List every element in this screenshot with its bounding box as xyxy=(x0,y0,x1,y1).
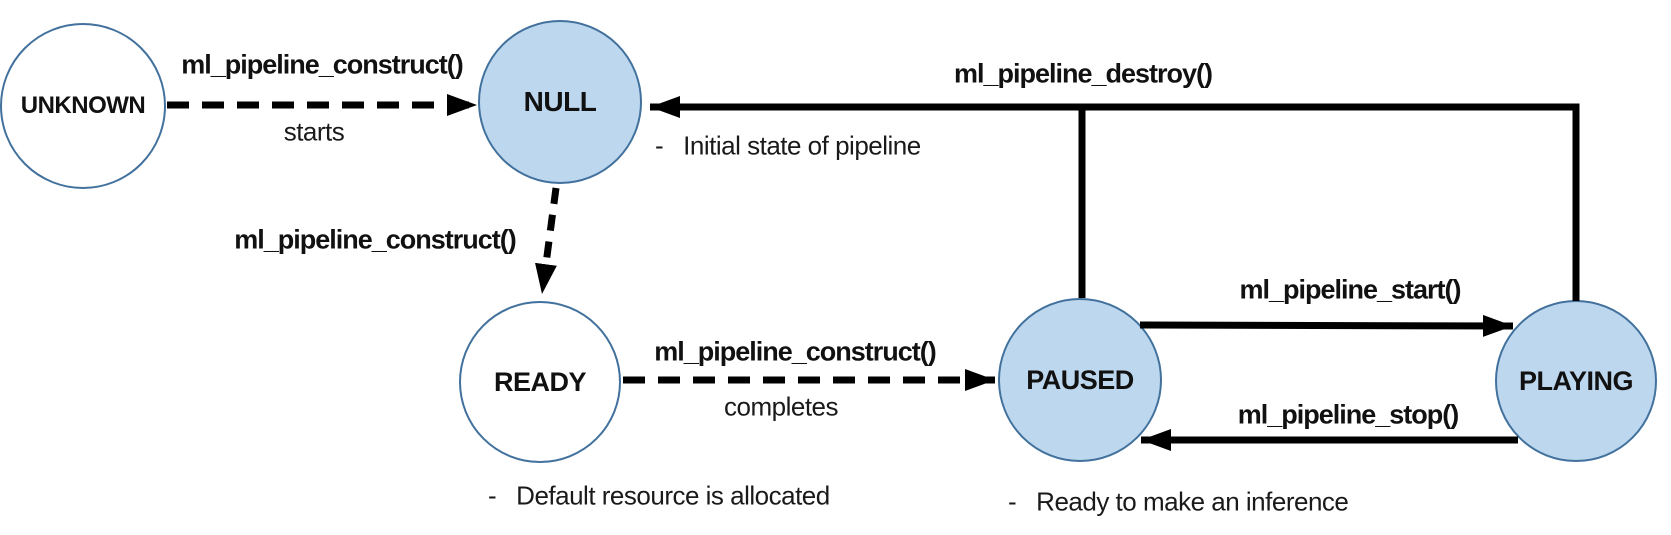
edge-null-to-ready xyxy=(535,187,560,295)
note-null-state: - Initial state of pipeline xyxy=(655,131,921,162)
state-null: NULL xyxy=(478,20,642,184)
note-ready-state: - Default resource is allocated xyxy=(488,481,830,512)
state-paused-label: PAUSED xyxy=(1026,364,1134,395)
label-destroy: ml_pipeline_destroy() xyxy=(953,58,1213,89)
note-null-text: Initial state of pipeline xyxy=(683,130,921,161)
label-construct-unknown-null: ml_pipeline_construct() xyxy=(181,49,464,80)
label-construct-null-ready: ml_pipeline_construct() xyxy=(234,224,517,255)
note-bullet: - xyxy=(488,480,497,511)
state-playing-label: PLAYING xyxy=(1518,365,1634,396)
sublabel-starts: starts xyxy=(283,116,345,147)
note-paused-text: Ready to make an inference xyxy=(1036,486,1349,517)
note-paused-state: - Ready to make an inference xyxy=(1008,486,1349,518)
state-unknown: UNKNOWN xyxy=(0,23,166,189)
note-bullet: - xyxy=(1008,486,1017,517)
edge-paused-to-playing xyxy=(1139,314,1514,337)
state-ready-label: READY xyxy=(493,366,587,397)
note-ready-text: Default resource is allocated xyxy=(516,480,830,511)
label-start: ml_pipeline_start() xyxy=(1239,274,1461,305)
state-null-label: NULL xyxy=(523,86,597,117)
label-stop: ml_pipeline_stop() xyxy=(1237,399,1460,430)
sublabel-completes: completes xyxy=(724,391,839,422)
state-playing: PLAYING xyxy=(1495,300,1657,462)
label-construct-ready-paused: ml_pipeline_construct() xyxy=(654,336,937,367)
state-ready: READY xyxy=(459,301,621,463)
state-paused: PAUSED xyxy=(998,298,1162,462)
state-unknown-label: UNKNOWN xyxy=(20,92,146,119)
note-bullet: - xyxy=(655,130,664,161)
